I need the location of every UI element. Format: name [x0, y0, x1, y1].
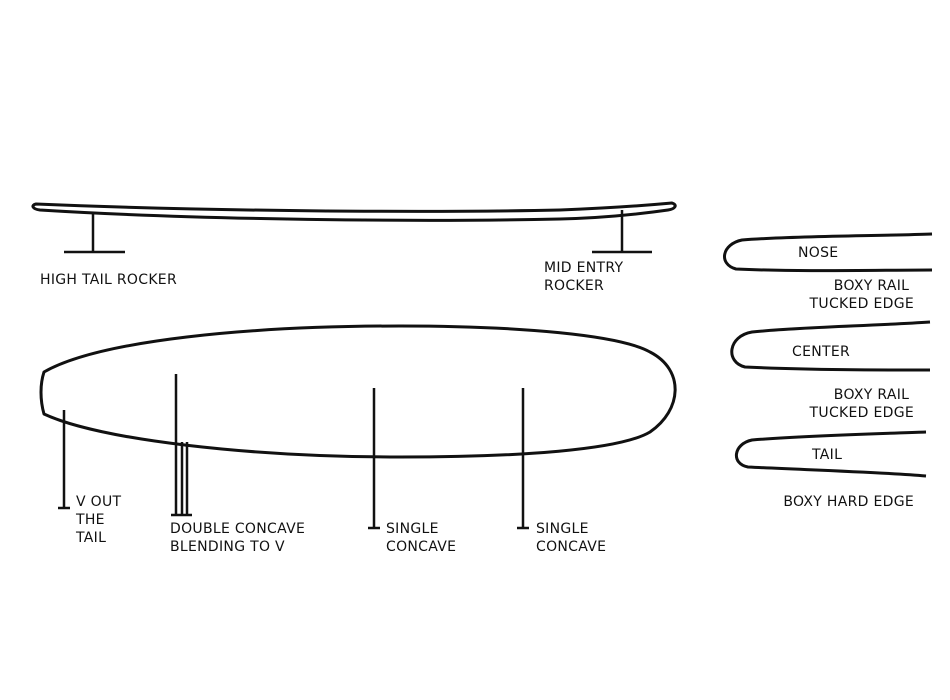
board-bottom-outline [39, 324, 677, 459]
double-concave-label: DOUBLE CONCAVE BLENDING TO V [170, 521, 310, 555]
v-out-the-tail-label: V OUT THE TAIL [75, 494, 126, 546]
board-side-profile [31, 201, 677, 222]
tail-section-label: TAIL [811, 447, 842, 463]
single-concave-1-label: SINGLE CONCAVE [386, 521, 456, 555]
single-concave-2-label: SINGLE CONCAVE [536, 521, 606, 555]
rocker-profile: HIGH TAIL ROCKER MID ENTRY ROCKER [31, 201, 677, 294]
center-section-label: CENTER [792, 344, 850, 360]
center-rail-description: BOXY RAIL TUCKED EDGE [809, 387, 914, 421]
nose-section-label: NOSE [798, 245, 838, 261]
high-tail-rocker-label: HIGH TAIL ROCKER [40, 272, 177, 288]
nose-rail-profile [723, 232, 933, 273]
tail-rail-description: BOXY HARD EDGE [783, 494, 914, 510]
bottom-outline-view: V OUT THE TAIL DOUBLE CONCAVE BLENDING T… [39, 324, 677, 555]
rail-sections: NOSE BOXY RAIL TUCKED EDGE CENTER BOXY R… [723, 232, 933, 510]
nose-rail-description: BOXY RAIL TUCKED EDGE [809, 278, 914, 312]
tail-rail-profile [735, 430, 927, 478]
center-rail-profile [730, 320, 931, 372]
mid-entry-rocker-label: MID ENTRY ROCKER [544, 260, 628, 294]
